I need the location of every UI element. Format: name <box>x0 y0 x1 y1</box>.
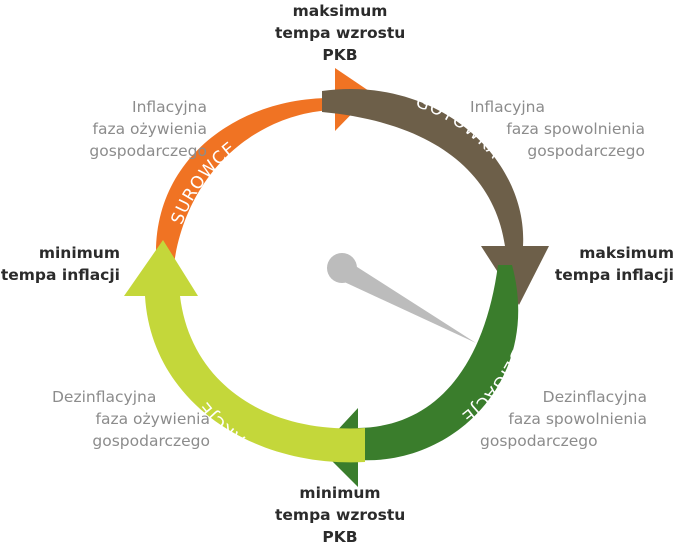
arrow-gotowka <box>322 89 549 305</box>
phase-line: Inflacyjna <box>470 98 545 116</box>
phase-top-left: Inflacyjna faza ożywienia gospodarczego <box>30 96 207 162</box>
arrow-obligacje <box>320 265 519 487</box>
pointer-needle <box>340 258 476 343</box>
label-line: tempa inflacji <box>0 266 120 284</box>
label-line: tempa wzrostu <box>275 506 406 524</box>
label-line: maksimum <box>579 244 674 262</box>
arrow-akcje <box>124 240 365 463</box>
label-line: tempa inflacji <box>554 266 674 284</box>
label-top-max-gdp: maksimum tempa wzrostu PKB <box>275 0 405 66</box>
phase-bottom-right: Dezinflacyjna faza spowolnienia gospodar… <box>470 386 647 452</box>
phase-line: faza spowolnienia <box>506 120 645 138</box>
label-right-max-inflation: maksimum tempa inflacji <box>547 242 674 286</box>
phase-line: faza spowolnienia <box>508 410 647 428</box>
label-line: tempa wzrostu <box>275 24 406 42</box>
label-line: PKB <box>322 528 358 546</box>
phase-line: gospodarczego <box>92 432 210 450</box>
phase-line: Inflacyjna <box>132 98 207 116</box>
phase-top-right: Inflacyjna faza spowolnienia gospodarcze… <box>470 96 645 162</box>
phase-bottom-left: Dezinflacyjna faza ożywienia gospodarcze… <box>30 386 210 452</box>
phase-line: gospodarczego <box>480 432 598 450</box>
label-bottom-min-gdp: minimum tempa wzrostu PKB <box>275 482 405 548</box>
label-line: maksimum <box>292 2 388 20</box>
phase-line: gospodarczego <box>527 142 645 160</box>
phase-line: Dezinflacyjna <box>542 388 647 406</box>
label-line: PKB <box>322 46 358 64</box>
phase-line: faza ożywienia <box>95 410 210 428</box>
label-line: minimum <box>38 244 120 262</box>
pointer-hub <box>327 253 357 283</box>
label-left-min-inflation: minimum tempa inflacji <box>0 242 120 286</box>
phase-line: Dezinflacyjna <box>52 388 157 406</box>
phase-line: faza ożywienia <box>92 120 207 138</box>
phase-line: gospodarczego <box>89 142 207 160</box>
label-line: minimum <box>299 484 381 502</box>
